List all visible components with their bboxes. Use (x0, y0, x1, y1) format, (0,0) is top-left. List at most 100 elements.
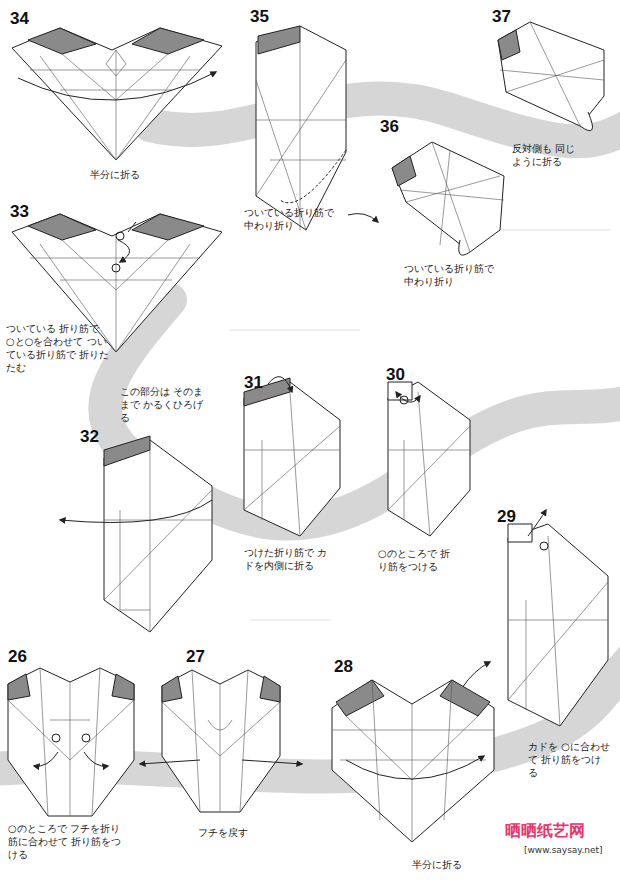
step-number: 31 (244, 374, 263, 391)
fold-drawing (508, 536, 608, 726)
fold-drawing (104, 450, 212, 632)
fold-drawing (128, 222, 136, 232)
fold-drawing (508, 524, 608, 726)
instruction-text: ○のところで 折り筋をつける (378, 547, 454, 573)
fold-drawing (28, 28, 96, 54)
fold-drawing (508, 524, 532, 542)
fold-drawing (8, 668, 134, 816)
fold-drawing (268, 377, 292, 392)
fold-drawing (30, 236, 200, 352)
fold-drawing (244, 392, 340, 536)
watermark-url: [www.saysay.net] (524, 846, 603, 856)
fold-drawing (30, 50, 200, 160)
fold-drawing (258, 26, 300, 54)
fold-drawing (162, 670, 280, 812)
fold-drawing (332, 680, 494, 842)
fold-drawing (508, 536, 608, 726)
fold-drawing (280, 150, 346, 203)
fold-drawing (242, 760, 302, 764)
fold-drawing (256, 26, 346, 230)
fold-drawing (30, 50, 200, 160)
fold-drawing (60, 500, 212, 523)
fold-drawing (8, 668, 134, 816)
fold-drawing (116, 232, 124, 240)
fold-drawing (162, 670, 280, 812)
step-number: 37 (492, 8, 511, 25)
step-number: 28 (334, 658, 353, 675)
fold-drawing (84, 752, 108, 766)
fold-drawing (18, 72, 216, 100)
fold-drawing (82, 734, 90, 742)
fold-drawing (104, 450, 212, 632)
step-number: 26 (8, 648, 27, 665)
fold-drawing (260, 676, 280, 702)
step-number: 32 (80, 428, 99, 445)
instruction-text: フチを戻す (198, 826, 248, 839)
fold-drawing (500, 22, 604, 126)
fold-drawing (396, 392, 420, 402)
instruction-text: つけた折り筋で カドを内側に折る (244, 546, 330, 572)
fold-drawing (336, 680, 384, 716)
step-number: 30 (386, 366, 405, 383)
instruction-text: ついている折り筋で 中わり折り (404, 262, 500, 288)
instruction-text: ついている 折り筋で ○と○を合わせて ついている折り筋で 折りたたむ (6, 322, 110, 374)
watermark: 晒晒纸艺网 (505, 822, 585, 840)
fold-drawing (8, 668, 134, 816)
fold-drawing (244, 382, 340, 536)
step-number: 34 (10, 10, 29, 27)
fold-drawing (256, 42, 346, 230)
fold-drawing (104, 440, 212, 632)
fold-drawing (162, 670, 280, 812)
fold-drawing (388, 382, 412, 400)
fold-drawing (332, 680, 494, 842)
fold-drawing (580, 112, 593, 131)
fold-drawing (332, 680, 494, 842)
fold-drawing (104, 436, 150, 466)
fold-drawing (162, 676, 182, 702)
fold-drawing (388, 392, 470, 536)
fold-drawing (34, 752, 58, 766)
fold-drawing (348, 214, 378, 222)
instruction-text: 反対側も 同じように折る (512, 142, 584, 168)
step-number: 35 (250, 8, 269, 25)
fold-drawing (132, 28, 204, 54)
fold-drawing (400, 142, 504, 252)
instruction-text: 半分に折る (90, 168, 140, 181)
fold-drawing (140, 760, 200, 764)
fold-drawing (440, 680, 490, 716)
fold-drawing (8, 22, 608, 842)
fold-drawing (8, 674, 30, 700)
fold-drawing (498, 30, 520, 60)
fold-drawing (112, 264, 120, 272)
fold-drawing (500, 22, 604, 126)
fold-drawing (12, 28, 222, 160)
fold-drawing (392, 142, 504, 252)
fold-drawing (244, 392, 340, 536)
step-number: 36 (380, 118, 399, 135)
fold-drawing (28, 214, 96, 240)
step-number: 33 (10, 203, 29, 220)
fold-drawing (540, 542, 548, 550)
fold-drawing (112, 674, 134, 700)
fold-drawing (52, 734, 60, 742)
fold-drawing (400, 142, 504, 252)
step-number: 29 (497, 508, 516, 525)
fold-drawing (30, 236, 200, 352)
fold-drawing (459, 240, 470, 255)
fold-drawing (388, 382, 470, 536)
instruction-text: ○のところで フチを折り筋に合わせて 折り筋をつける (8, 822, 126, 861)
instruction-text: 半分に折る (412, 858, 462, 871)
step-number: 27 (186, 648, 205, 665)
fold-drawing (462, 662, 490, 688)
fold-drawing (256, 42, 346, 230)
fold-drawing (392, 156, 416, 186)
fold-drawing (388, 392, 470, 536)
instruction-text: ついている折り筋で 中わり折り (244, 206, 340, 232)
fold-drawing (528, 510, 546, 536)
instruction-text: カドを ○に合わせて 折り筋をつける (528, 740, 610, 779)
instruction-text: この部分は そのままで かるくひろげる (120, 385, 204, 424)
fold-drawing (498, 22, 604, 126)
fold-drawing (118, 240, 130, 262)
fold-drawing (132, 214, 204, 240)
fold-drawing (346, 756, 484, 779)
